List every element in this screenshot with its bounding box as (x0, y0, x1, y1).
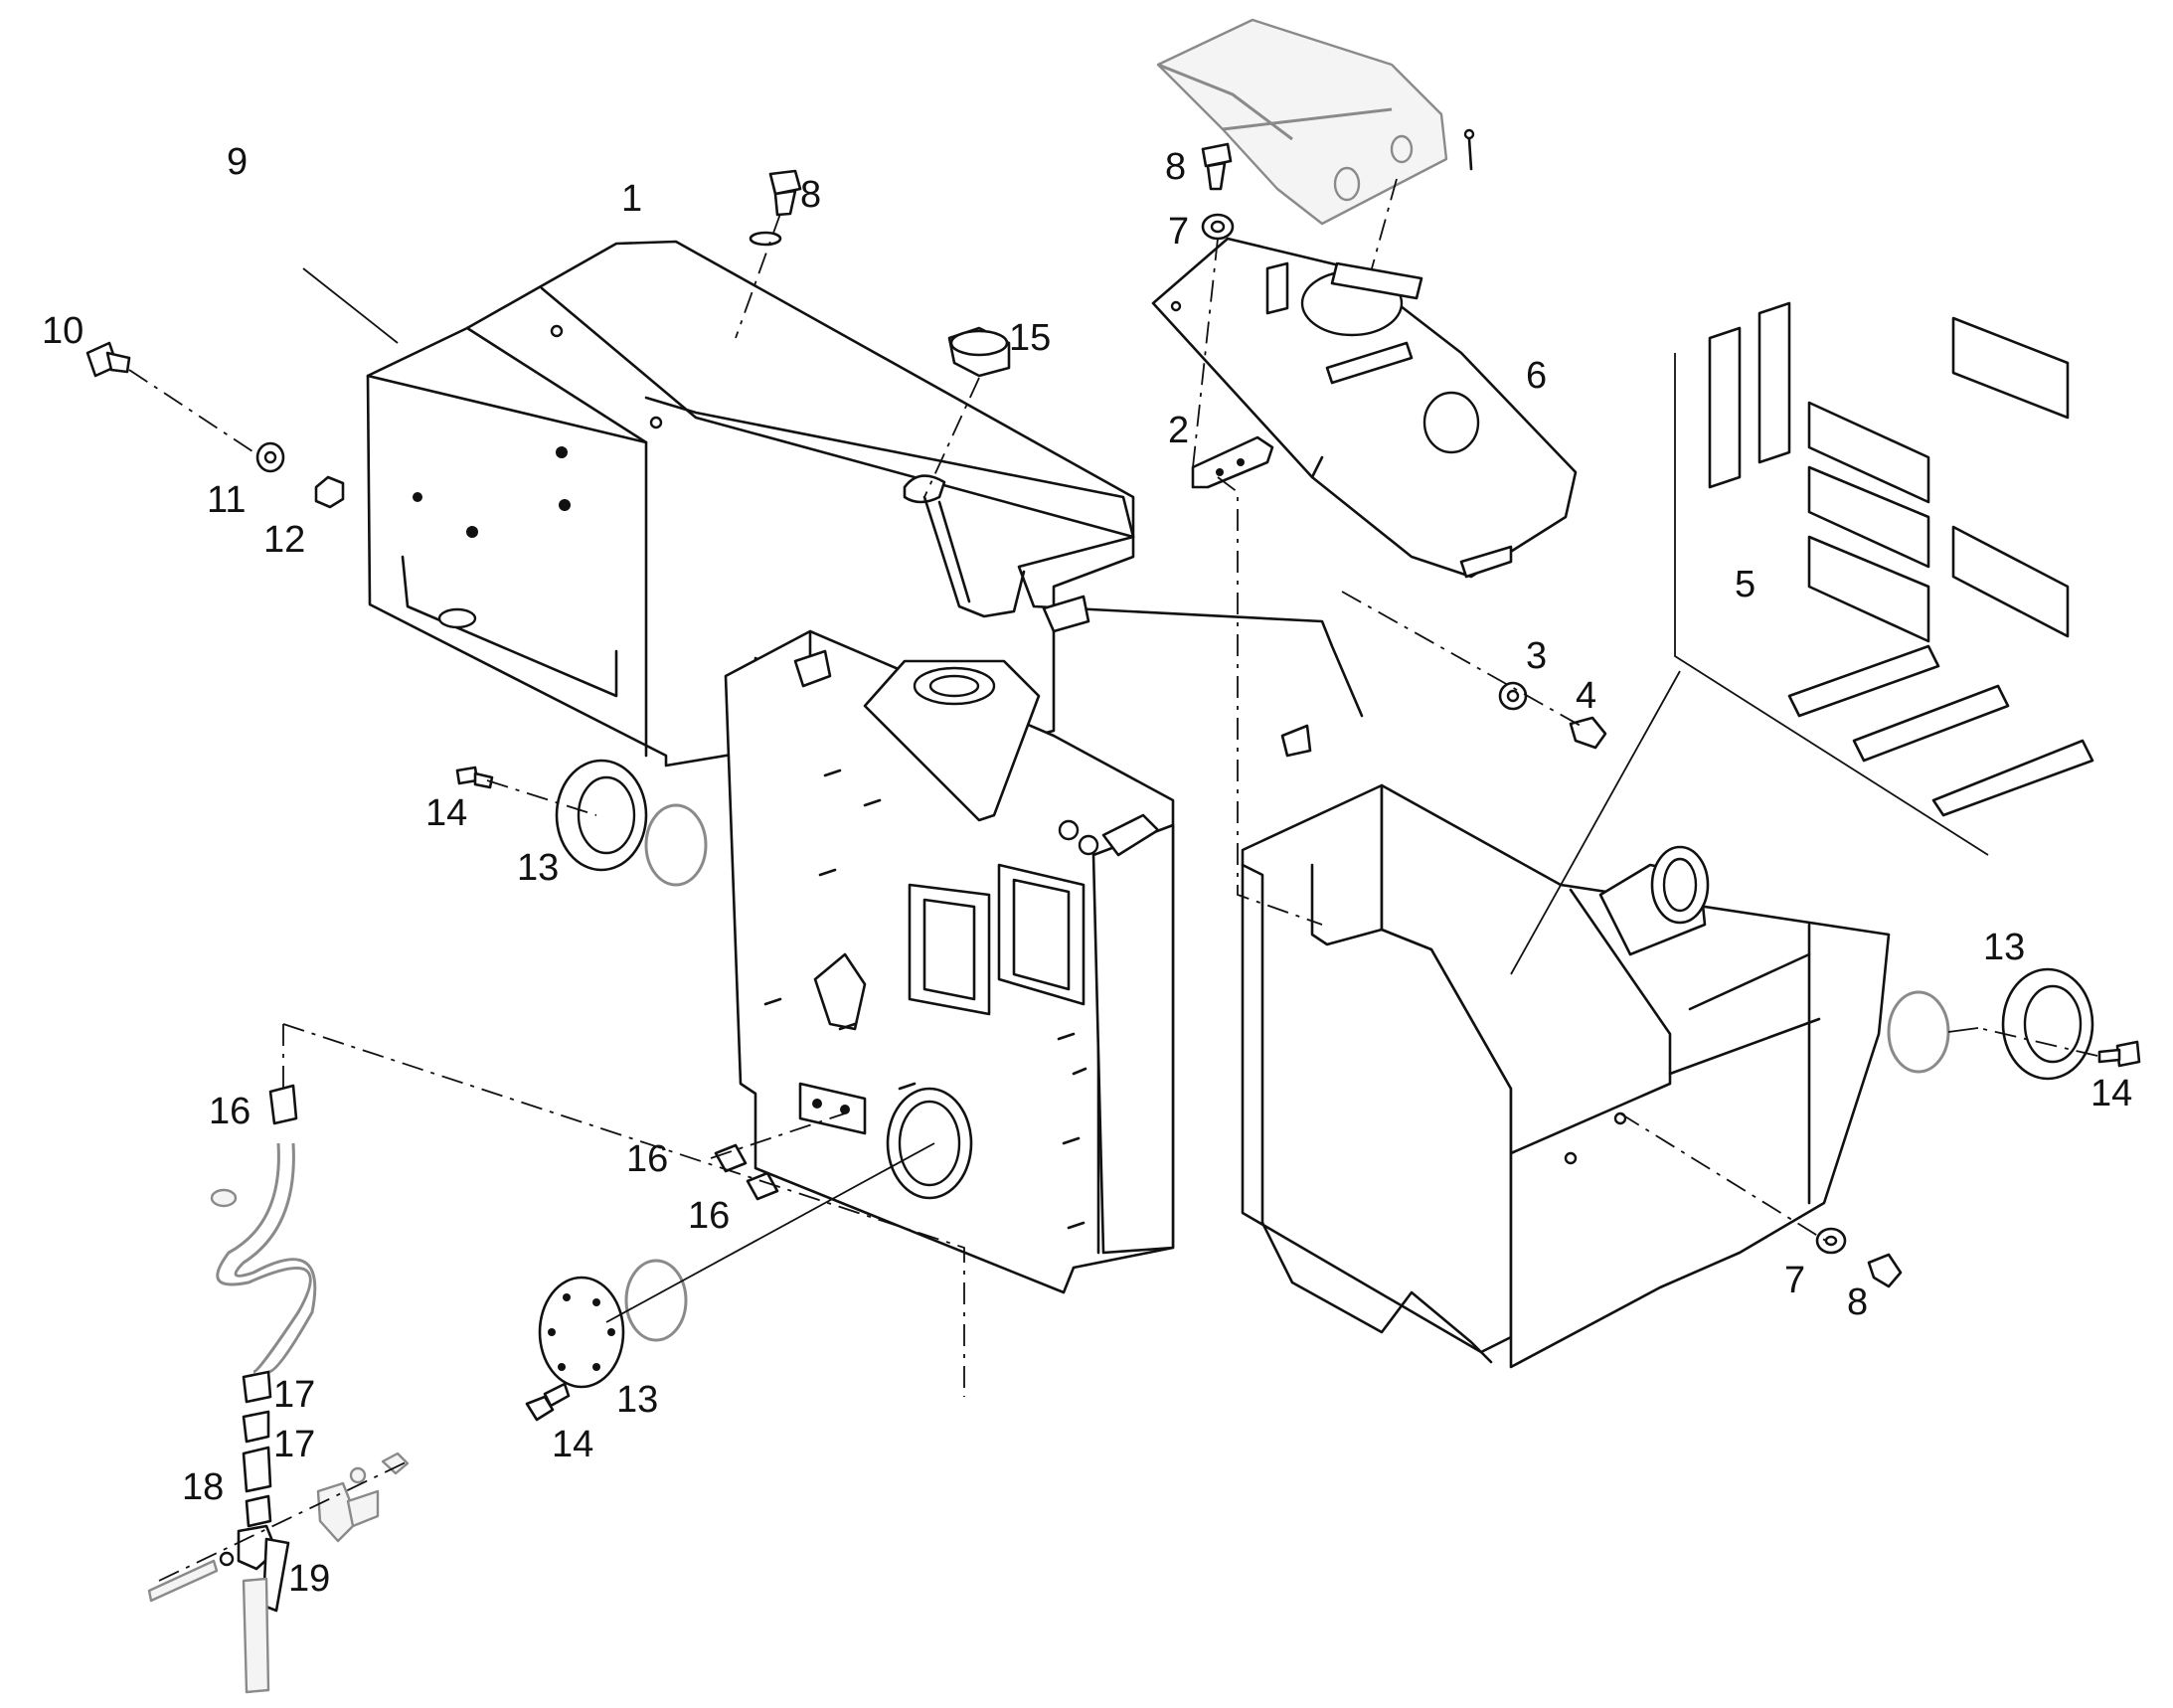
callout-1: 1 (621, 178, 642, 220)
callout-6: 6 (1526, 355, 1547, 397)
callout-17-lower: 17 (273, 1424, 315, 1465)
callout-16-upper: 16 (626, 1138, 668, 1180)
callout-labels: 1 2 3 4 5 6 7 7 8 8 8 9 10 11 12 13 13 1… (42, 141, 2132, 1600)
callout-8-cover: 8 (1165, 146, 1186, 188)
callout-7-top: 7 (1168, 211, 1189, 253)
callout-18: 18 (182, 1466, 224, 1508)
callout-3: 3 (1526, 635, 1547, 677)
callout-13-bottom: 13 (616, 1379, 658, 1421)
callout-19: 19 (288, 1558, 330, 1600)
callout-2: 2 (1168, 410, 1189, 451)
callout-8-top: 8 (800, 174, 821, 216)
callout-15: 15 (1009, 317, 1051, 359)
callout-14-bottom: 14 (552, 1424, 593, 1465)
cover-assembly (1151, 18, 1578, 579)
callout-14-left: 14 (425, 792, 467, 834)
callout-16-hose: 16 (209, 1091, 251, 1132)
main-tank (366, 240, 1891, 1369)
decal-panels (1510, 301, 2094, 975)
callout-10: 10 (42, 310, 84, 352)
callout-12: 12 (263, 519, 305, 561)
leader-lines (128, 178, 2098, 1582)
callout-11: 11 (207, 479, 246, 521)
callout-9: 9 (227, 141, 248, 183)
callout-13-left: 13 (517, 847, 559, 889)
callout-5: 5 (1735, 564, 1755, 605)
callout-7-bottom: 7 (1784, 1260, 1805, 1301)
callout-13-right: 13 (1983, 927, 2025, 968)
hose-assembly (147, 1084, 410, 1694)
callout-17-upper: 17 (273, 1374, 315, 1416)
callout-14-right: 14 (2090, 1073, 2132, 1114)
callout-8-bottom: 8 (1847, 1281, 1868, 1323)
callout-16-lower: 16 (688, 1195, 730, 1237)
callout-4: 4 (1576, 675, 1596, 717)
